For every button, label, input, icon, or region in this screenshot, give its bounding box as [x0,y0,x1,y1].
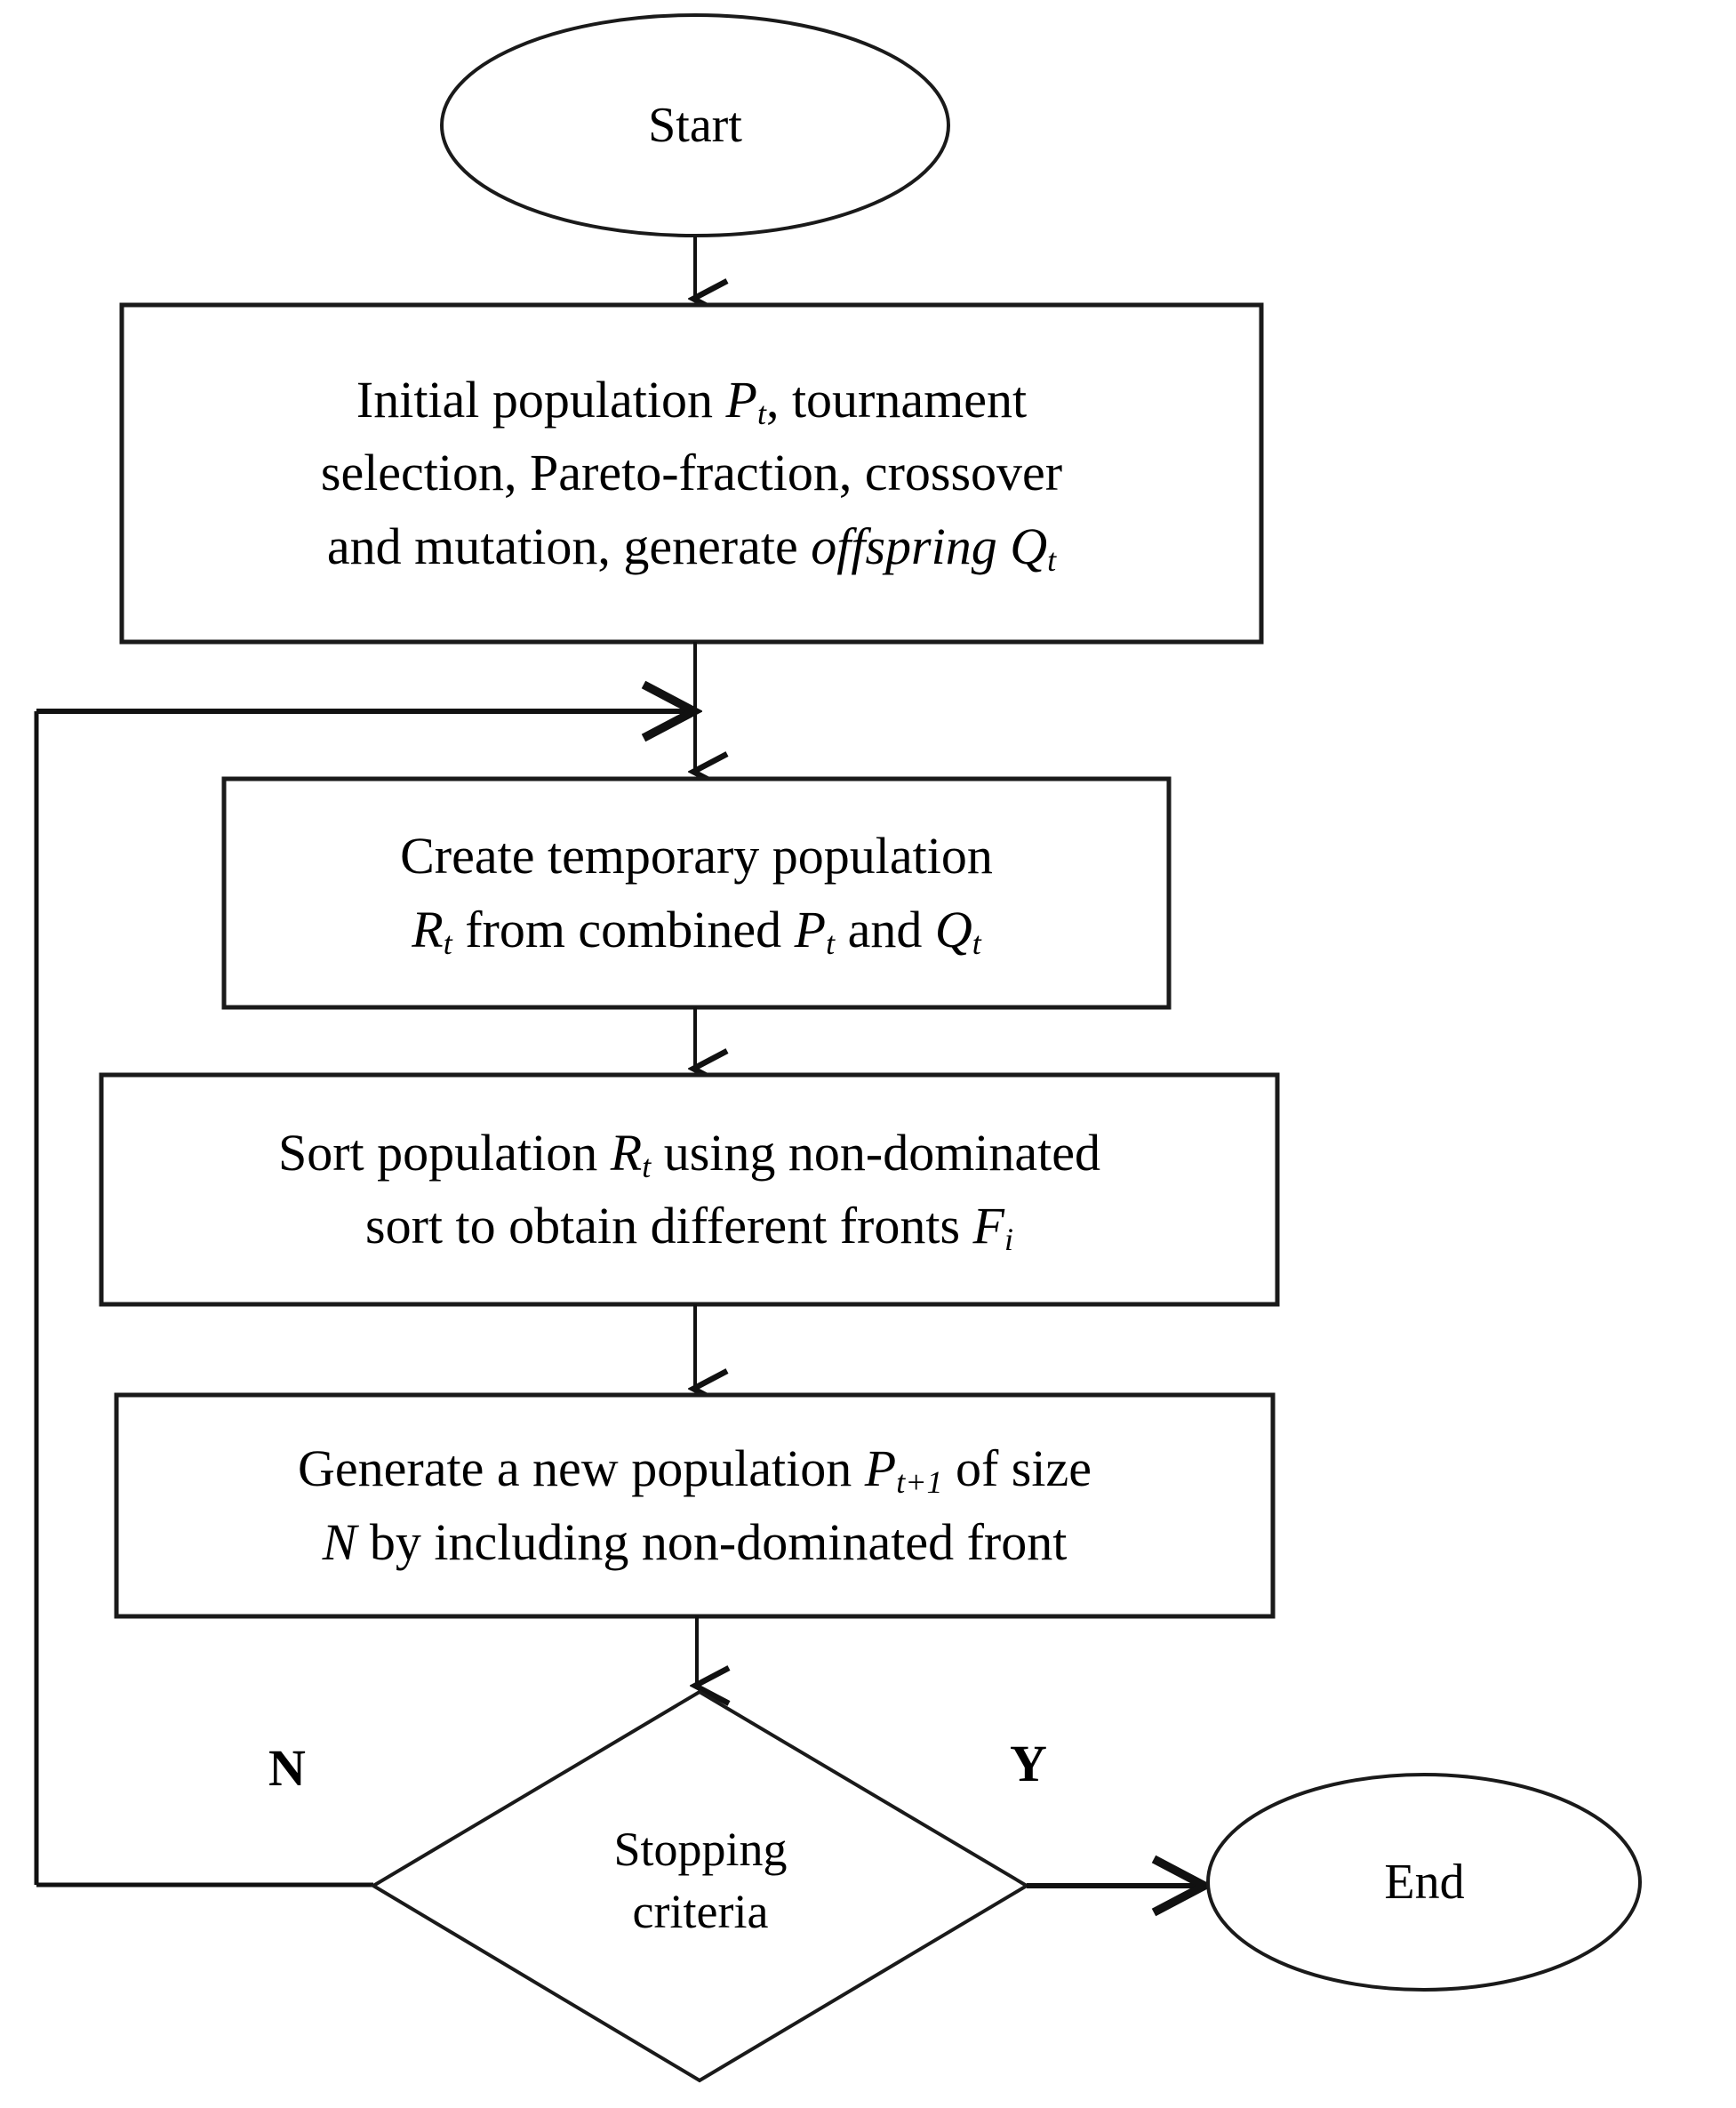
edge-label-no: N [268,1739,306,1797]
start-node-shape[interactable] [440,13,950,237]
newpop-node-shape[interactable] [114,1392,1276,1619]
end-node-shape[interactable] [1206,1773,1642,1992]
decision-node-shape[interactable] [370,1689,1030,2083]
sort-node-shape[interactable] [99,1072,1280,1307]
edge-label-yes: Y [1010,1735,1047,1792]
combine-node-shape[interactable] [221,776,1172,1010]
initialize-node-shape[interactable] [119,302,1264,645]
